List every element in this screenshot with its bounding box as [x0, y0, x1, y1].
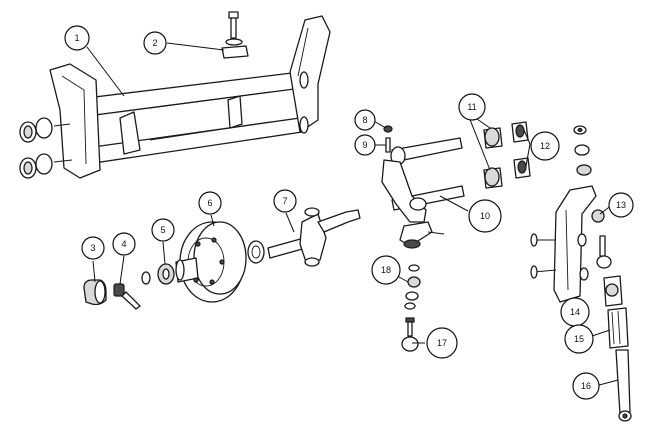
callout-10-label: 10 [480, 211, 490, 221]
callout-6-label: 6 [207, 198, 212, 208]
callout-16-label: 16 [581, 381, 591, 391]
callout-13: 13 [608, 192, 634, 218]
callout-3-label: 3 [90, 243, 95, 253]
callout-7-label: 7 [282, 196, 287, 206]
dust-cap [83, 279, 107, 306]
lock-nut-and-stud [383, 125, 393, 153]
callout-3: 3 [81, 236, 105, 260]
callout-8: 8 [354, 109, 376, 131]
trailing-arm-bracket [530, 185, 597, 303]
axle-beam-assembly [19, 15, 331, 179]
bushings-upper [483, 127, 503, 189]
callout-2-label: 2 [152, 38, 157, 48]
callout-14: 14 [560, 297, 590, 327]
clamp-bolt [221, 11, 249, 59]
callout-6: 6 [198, 191, 222, 215]
callout-9-label: 9 [362, 140, 367, 150]
callout-1: 1 [64, 25, 90, 51]
callout-8-label: 8 [362, 115, 367, 125]
callout-10: 10 [468, 199, 502, 233]
callout-17-label: 17 [437, 338, 447, 348]
callout-13-label: 13 [616, 200, 626, 210]
spindle-nut [113, 283, 141, 310]
callout-17: 17 [426, 327, 458, 359]
shock-absorber [603, 275, 632, 422]
brake-drum [175, 221, 247, 303]
callout-11-label: 11 [467, 102, 476, 112]
callout-14-label: 14 [570, 307, 580, 317]
kingpin-cap [591, 209, 612, 269]
callout-4-label: 4 [121, 239, 126, 249]
washer-stack [573, 125, 592, 176]
callout-18-label: 18 [381, 265, 391, 275]
callout-15: 15 [564, 324, 594, 354]
ball-joint-stud [401, 317, 419, 352]
ball-joint-parts [404, 264, 421, 310]
callout-12: 12 [530, 131, 560, 161]
callout-4: 4 [112, 232, 136, 256]
callout-2: 2 [143, 31, 167, 55]
callout-12-label: 12 [540, 141, 550, 151]
steering-knuckle [247, 207, 361, 267]
callout-9: 9 [354, 134, 376, 156]
callout-18: 18 [371, 255, 401, 285]
callout-5-label: 5 [160, 225, 165, 235]
callout-5: 5 [151, 218, 175, 242]
callout-7: 7 [273, 189, 297, 213]
callout-16: 16 [572, 372, 600, 400]
control-arm [381, 137, 465, 249]
callout-11: 11 [458, 93, 486, 121]
bushings-outer [511, 121, 531, 179]
callout-1-label: 1 [74, 33, 79, 43]
callout-15-label: 15 [574, 334, 584, 344]
wheel-bearing [141, 263, 175, 285]
